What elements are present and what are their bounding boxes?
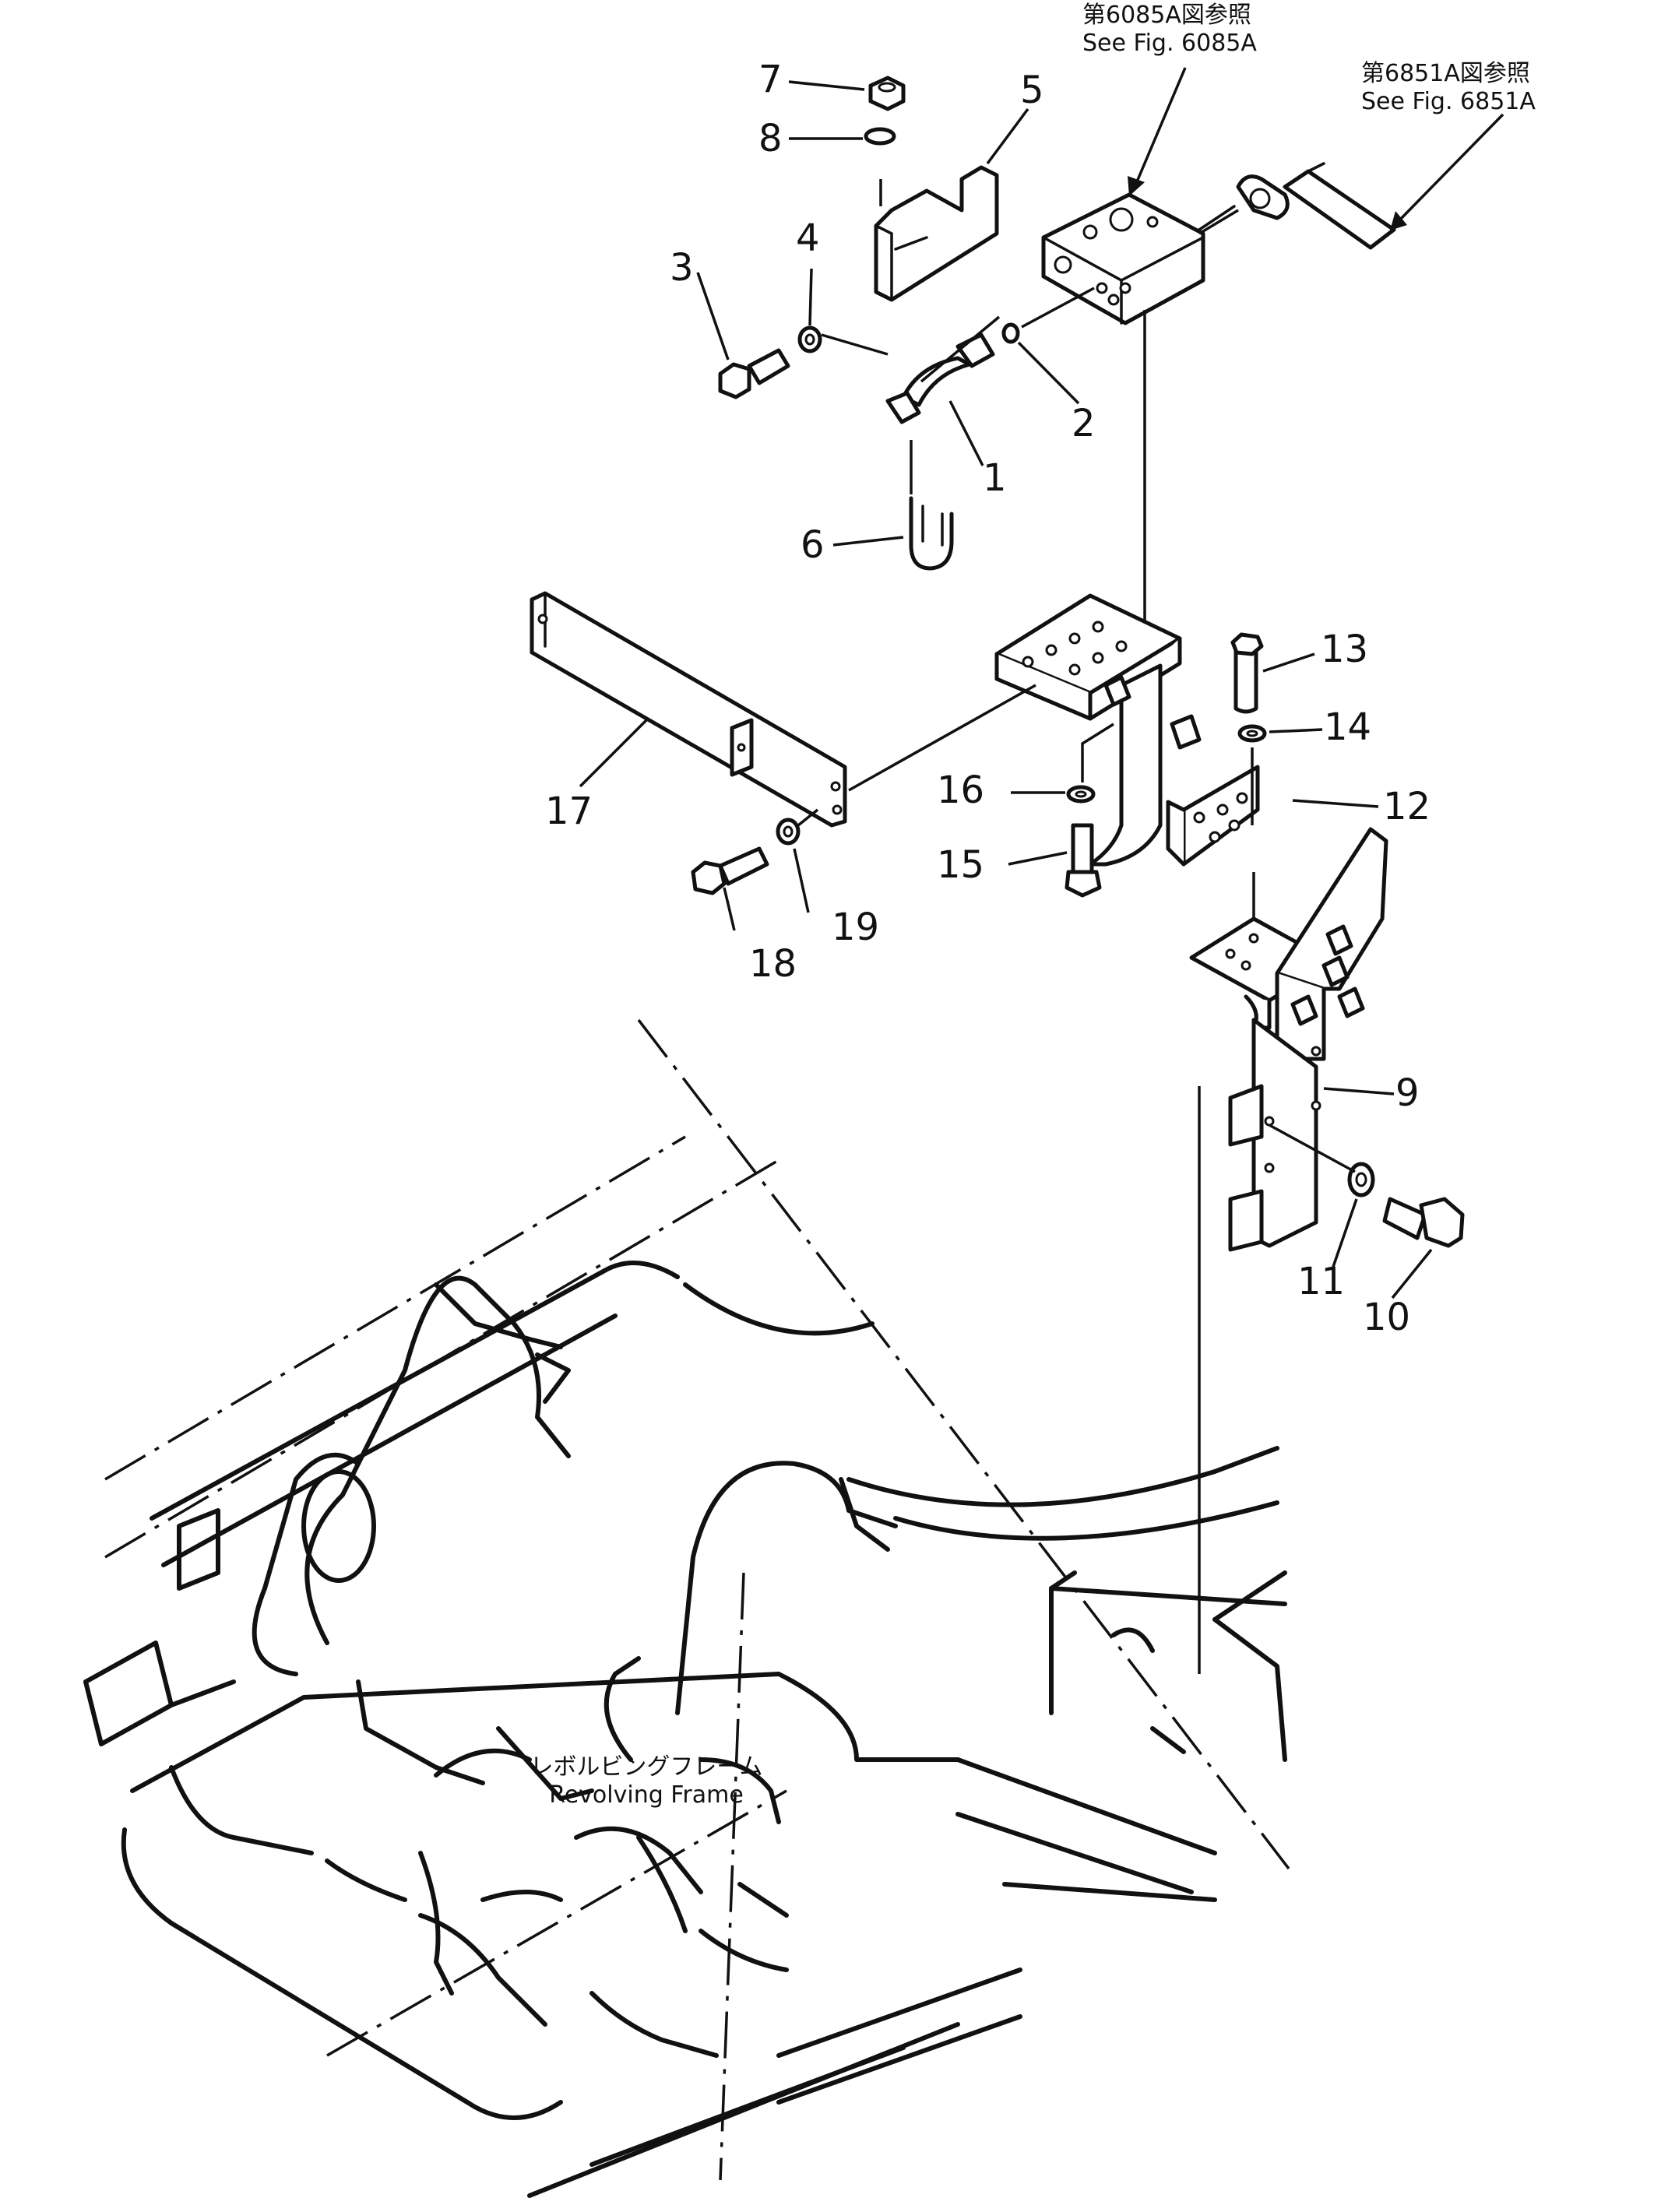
part-8-washer [864,127,896,146]
part-13-bolt [1230,632,1264,714]
part-11-washer [1347,1162,1375,1197]
callout-18: 18 [749,942,797,986]
callout-17: 17 [545,789,593,833]
callout-10: 10 [1363,1296,1410,1339]
callout-6: 6 [801,523,825,567]
callout-16: 16 [937,768,984,812]
part-5-bracket [874,165,999,302]
part-2-oring [1001,322,1020,344]
ref-6851a-jp: 第6851A図参照 [1361,60,1530,87]
callout-numbers: 7 8 5 4 3 2 1 6 13 14 16 15 12 17 18 19 … [545,58,1431,1339]
leader-lines [579,67,1504,1299]
callout-9: 9 [1395,1071,1420,1115]
callout-13: 13 [1321,628,1368,671]
frame-label-jp: レボルビングフレーム [530,1753,762,1781]
part-6-ubolt [909,440,954,571]
callout-1: 1 [983,456,1007,500]
callout-12: 12 [1383,785,1431,828]
callout-11: 11 [1297,1260,1345,1303]
ref-6085a-jp: 第6085A図参照 [1082,2,1251,29]
revolving-frame: レボルビングフレーム Revolving Frame [83,1018,1290,2198]
reference-labels: 第6085A図参照 See Fig. 6085A 第6851A図参照 See F… [1082,2,1536,115]
callout-5: 5 [1020,69,1044,112]
callout-15: 15 [937,843,984,887]
part-12-bracket [994,593,1260,867]
part-4-washer [797,325,822,353]
part-1-tube [885,315,1001,424]
callout-8: 8 [758,117,783,160]
callout-14: 14 [1324,705,1371,749]
part-10-bolt [1382,1197,1465,1248]
frame-label-en: Revolving Frame [549,1781,744,1809]
callout-4: 4 [796,216,820,260]
part-15-bolt [1065,823,1102,898]
part-17-plate [530,591,847,828]
callout-3: 3 [670,246,694,290]
callout-19: 19 [832,906,879,949]
part-14-washer [1237,724,1267,743]
part-7-nut [868,76,906,111]
part-16-washer [1066,785,1096,804]
part-9-bracket [1189,827,1388,1674]
valve-block [1041,192,1205,325]
part-18-bolt [691,846,769,895]
hose-assembly [1198,162,1396,250]
callout-2: 2 [1072,402,1096,445]
callout-7: 7 [758,58,783,101]
ref-6851a-en: See Fig. 6851A [1361,88,1536,115]
part-19-washer [776,818,801,846]
part-3-bolt [718,348,790,399]
ref-6085a-en: See Fig. 6085A [1082,30,1257,57]
